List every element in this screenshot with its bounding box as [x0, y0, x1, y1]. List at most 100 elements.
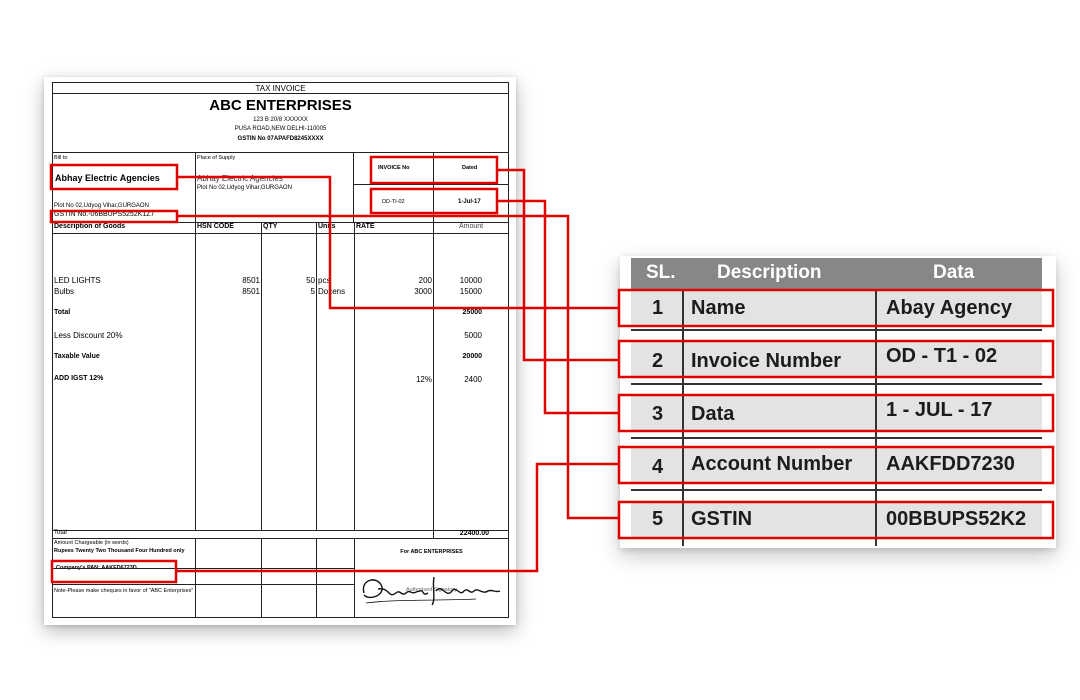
table-header: SL. Description Data: [631, 258, 1042, 289]
row-sl: 2: [652, 350, 664, 372]
footer-col-1: [195, 538, 196, 617]
item-units-2: Dozens: [318, 287, 346, 296]
invoice-box-divider: [353, 184, 509, 185]
total-value: 25000: [462, 309, 482, 316]
highlight-box-gstin: [49, 209, 179, 224]
company-name: ABC ENTERPRISES: [209, 97, 352, 114]
bill-place-divider: [195, 152, 196, 222]
row-sl: 4: [652, 456, 664, 478]
dated-label: Dated: [462, 165, 478, 171]
col-units: Units: [318, 223, 336, 230]
highlight-box-date: [369, 187, 499, 215]
discount-value: 5000: [464, 331, 482, 340]
row-data: Abay Agency: [886, 297, 1012, 319]
connector-name: [177, 175, 619, 310]
highlight-box-pan: [50, 559, 178, 584]
grand-total-top-line: [52, 530, 509, 531]
header-data: Data: [933, 262, 975, 283]
columns-top-line: [52, 222, 509, 223]
frame-top: [52, 82, 509, 83]
footer-row-2: [52, 584, 354, 585]
title-divider: [52, 93, 509, 94]
connector-invoice-no: [497, 168, 619, 362]
item-qty-2: 5: [310, 287, 315, 296]
company-address-line1: 123 B 20/8 XXXXXX: [253, 117, 308, 123]
col-line-1: [195, 222, 196, 530]
frame-left: [52, 82, 53, 617]
amount-in-words: Rupees Twenty Two Thousand Four Hundred …: [54, 548, 185, 554]
frame-bottom: [52, 617, 509, 618]
table-row: 3 Data 1 - JUL - 17: [631, 396, 1042, 431]
col-qty: QTY: [263, 223, 278, 230]
item-desc-1: LED LIGHTS: [54, 276, 101, 285]
highlight-box-row-3: [617, 393, 1055, 433]
col-hsn: HSN CODE: [197, 223, 234, 230]
item-amount-1: 10000: [459, 276, 482, 285]
row-description: Name: [691, 297, 746, 319]
footer-col-3: [316, 538, 317, 617]
footer-col-2: [261, 538, 262, 617]
highlight-box-name: [49, 163, 179, 191]
row-description: Data: [691, 403, 735, 425]
col-line-5: [433, 222, 434, 538]
place-invoice-divider: [353, 152, 354, 222]
bill-to-address: Plot No 02,Udyog Vihar,GURGAON: [54, 203, 149, 209]
table-row: 1 Name Abay Agency: [631, 291, 1042, 326]
item-rate-1: 200: [418, 276, 432, 285]
highlight-box-row-1: [617, 288, 1055, 328]
bill-to-name: Abhay Electric Agencies: [55, 173, 160, 183]
col-amount: Amount: [459, 223, 484, 230]
amount-words-label: Amount Chargeable (in words): [54, 540, 129, 546]
footer-col-4: [354, 538, 355, 617]
igst-label: ADD IGST 12%: [54, 375, 104, 382]
footer-row-1: [52, 568, 354, 569]
company-address-line2: PUSA ROAD,NEW DELHI-110005: [234, 126, 327, 132]
item-hsn-1: 8501: [242, 276, 260, 285]
row-divider: [631, 329, 1042, 331]
bill-to-gstin: GSTIN No.-06BBUPS5252K1Z7: [54, 211, 155, 218]
row-description: GSTIN: [691, 508, 753, 530]
item-amount-2: 15000: [459, 287, 482, 296]
row-sl: 1: [652, 297, 664, 319]
row-data: 00BBUPS52K2: [886, 508, 1027, 530]
table-row: 2 Invoice Number OD - T1 - 02: [631, 342, 1042, 377]
invoice-title: TAX INVOICE: [255, 84, 306, 93]
item-hsn-2: 8501: [242, 287, 260, 296]
column-divider-1: [682, 289, 684, 546]
frame-right: [508, 82, 509, 617]
highlight-box-row-2: [617, 339, 1055, 379]
company-gstin: GSTIN No 07APAFD8245XXXX: [237, 136, 324, 142]
invoice-dated-divider: [433, 152, 434, 222]
row-divider: [631, 489, 1042, 491]
columns-header-line: [52, 233, 509, 234]
col-description: Description of Goods: [54, 223, 126, 230]
igst-rate: 12%: [415, 375, 432, 384]
igst-value: 2400: [464, 375, 482, 384]
place-of-supply-name: Abhay Electric Agencies: [197, 174, 283, 183]
place-of-supply-address: Plot No 02,Udyog Vihar,GURGAON: [197, 185, 292, 191]
col-line-4: [354, 222, 355, 530]
item-qty-1: 50: [306, 276, 315, 285]
grand-total-value: 22400.00: [459, 530, 489, 537]
header-description: Description: [717, 262, 822, 283]
invoice-no-value: DD-TI-02: [382, 199, 405, 205]
table-row: 5 GSTIN 00BBUPS52K2: [631, 502, 1042, 537]
row-description: Invoice Number: [691, 350, 842, 372]
header-sl: SL.: [646, 262, 676, 283]
cheque-note: Note-Please make cheques in favor of "AB…: [54, 588, 194, 594]
tax-invoice-document: TAX INVOICE ABC ENTERPRISES 123 B 20/8 X…: [44, 77, 516, 625]
invoice-no-label: INVOICE No: [378, 165, 410, 171]
row-data: 1 - JUL - 17: [886, 399, 993, 421]
item-rate-2: 3000: [414, 287, 432, 296]
column-divider-2: [875, 289, 877, 546]
item-desc-2: Bulbs: [54, 287, 75, 296]
total-label: Total: [54, 309, 71, 316]
row-divider: [631, 383, 1042, 385]
col-line-2: [261, 222, 262, 530]
row-divider: [631, 437, 1042, 439]
row-data: OD - T1 - 02: [886, 345, 998, 367]
extracted-data-table: SL. Description Data 1 Name Abay Agency …: [620, 256, 1056, 548]
row-sl: 5: [652, 508, 664, 530]
row-sl: 3: [652, 403, 664, 425]
